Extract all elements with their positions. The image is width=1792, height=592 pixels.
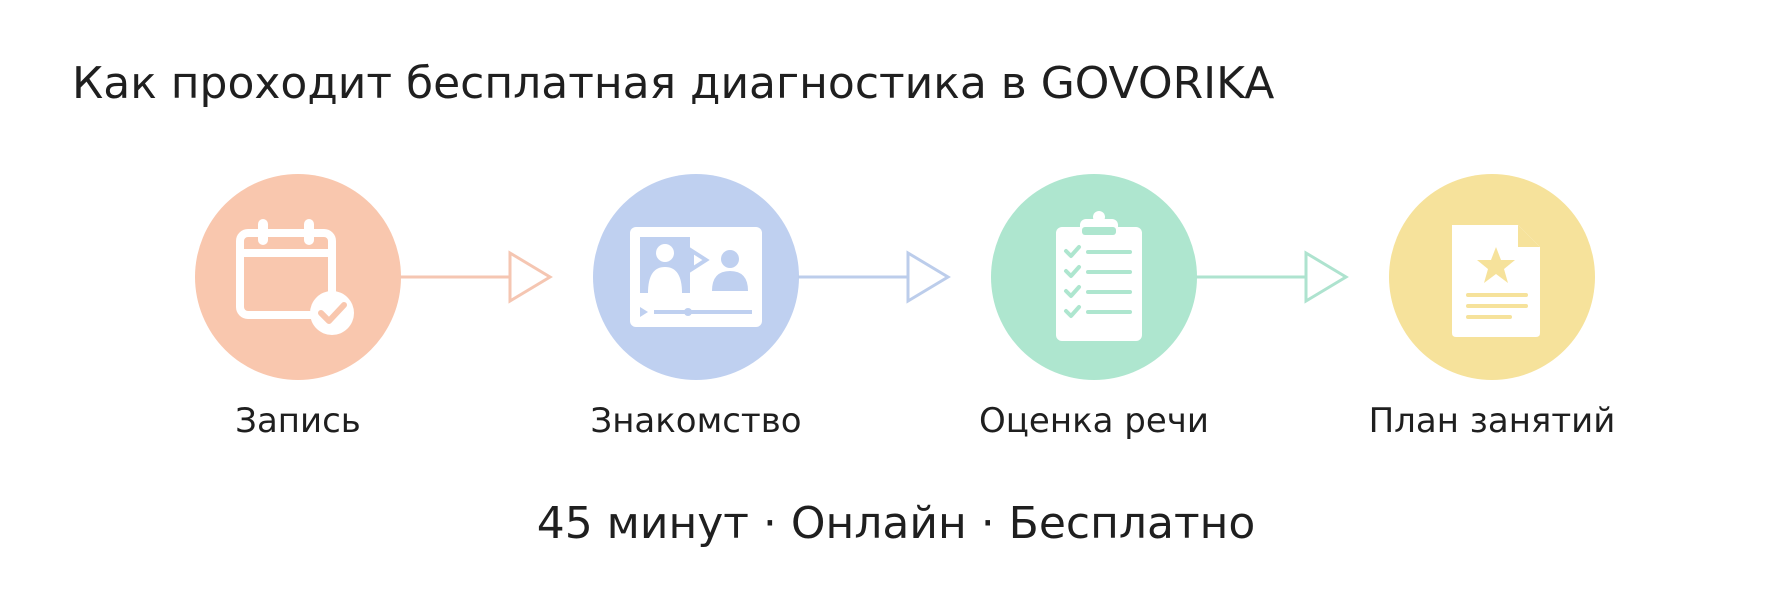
summary-text: 45 минут · Онлайн · Бесплатно xyxy=(536,498,1256,549)
step-label-lesson-plan: План занятий xyxy=(1368,401,1616,441)
step-lesson-plan-circle xyxy=(1389,174,1595,380)
document-star-icon xyxy=(1452,225,1540,337)
step-speech-assessment-circle xyxy=(991,174,1197,380)
calendar-check-icon xyxy=(236,219,354,335)
page-title: Как проходит бесплатная диагностика в GO… xyxy=(72,58,1275,109)
step-label-record: Запись xyxy=(235,401,361,441)
arrow-connector-2 xyxy=(798,250,951,304)
step-label-meeting: Знакомство xyxy=(590,401,802,441)
video-call-icon xyxy=(630,227,762,327)
clipboard-checklist-icon xyxy=(1056,211,1142,341)
step-record-circle xyxy=(195,174,401,380)
arrow-connector-3 xyxy=(1196,250,1349,304)
step-label-speech-assessment: Оценка речи xyxy=(979,401,1209,441)
step-meeting-circle xyxy=(593,174,799,380)
arrow-connector-1 xyxy=(400,250,553,304)
